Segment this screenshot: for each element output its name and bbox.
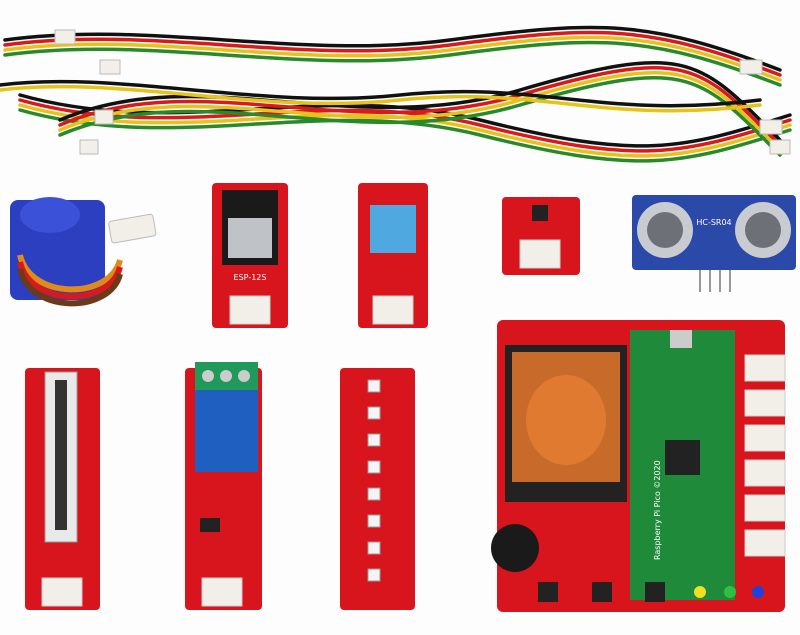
relay-board bbox=[185, 362, 262, 610]
hcsr04-label: HC-SR04 bbox=[696, 218, 731, 227]
pico-expansion-board: Raspberry Pi Pico ©2020 bbox=[491, 320, 786, 612]
dht-sensor-board bbox=[358, 183, 428, 328]
cable-connectors bbox=[54, 29, 791, 155]
slide-potentiometer-board bbox=[25, 368, 100, 610]
esp-module-board: ESP-12S bbox=[212, 183, 288, 328]
servo-motor bbox=[10, 197, 157, 307]
ultrasonic-sensor: HC-SR04 bbox=[632, 195, 796, 292]
pico-label: Raspberry Pi Pico ©2020 bbox=[653, 460, 662, 560]
led-bar-board bbox=[340, 368, 415, 610]
cable-bundle bbox=[0, 25, 792, 163]
esp-label: ESP-12S bbox=[234, 273, 267, 282]
small-sensor-board bbox=[502, 197, 580, 275]
